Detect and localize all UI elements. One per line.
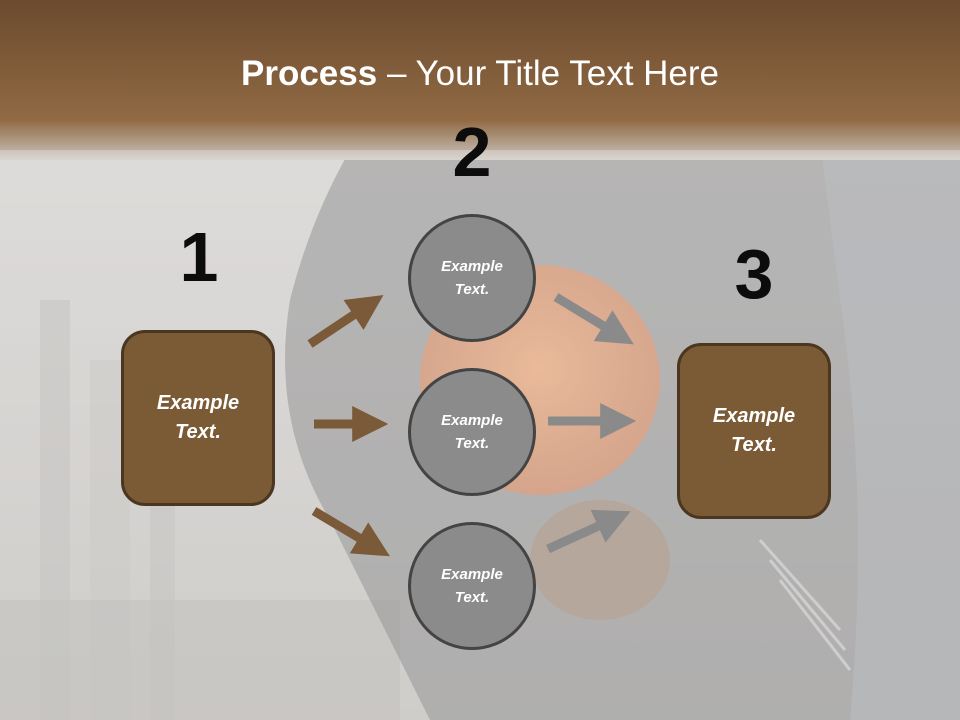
title-rest: – Your Title Text Here [377, 54, 719, 93]
middle-circle-center-text: Example Text. [441, 412, 503, 452]
slide-title: Process – Your Title Text Here [0, 52, 960, 96]
middle-circle-top: Example Text. [408, 214, 536, 342]
arrow-start-to-top [307, 295, 384, 348]
middle-circle-bottom-text: Example Text. [441, 566, 503, 606]
middle-circle-center: Example Text. [408, 368, 536, 496]
start-box-text: Example Text. [156, 392, 240, 443]
end-box-text: Example Text. [712, 405, 796, 456]
title-bold: Process [241, 54, 378, 93]
start-box: Example Text. [121, 330, 275, 506]
end-box: Example Text. [677, 343, 831, 519]
arrow-top-to-end [553, 293, 634, 345]
middle-circle-bottom: Example Text. [408, 522, 536, 650]
step-number-1: 1 [179, 218, 219, 296]
middle-circle-top-text: Example Text. [441, 258, 503, 298]
arrow-bottom-to-end [546, 509, 631, 554]
arrow-start-to-bottom [311, 507, 390, 557]
step-number-3: 3 [734, 235, 774, 313]
step-number-2: 2 [452, 113, 492, 191]
